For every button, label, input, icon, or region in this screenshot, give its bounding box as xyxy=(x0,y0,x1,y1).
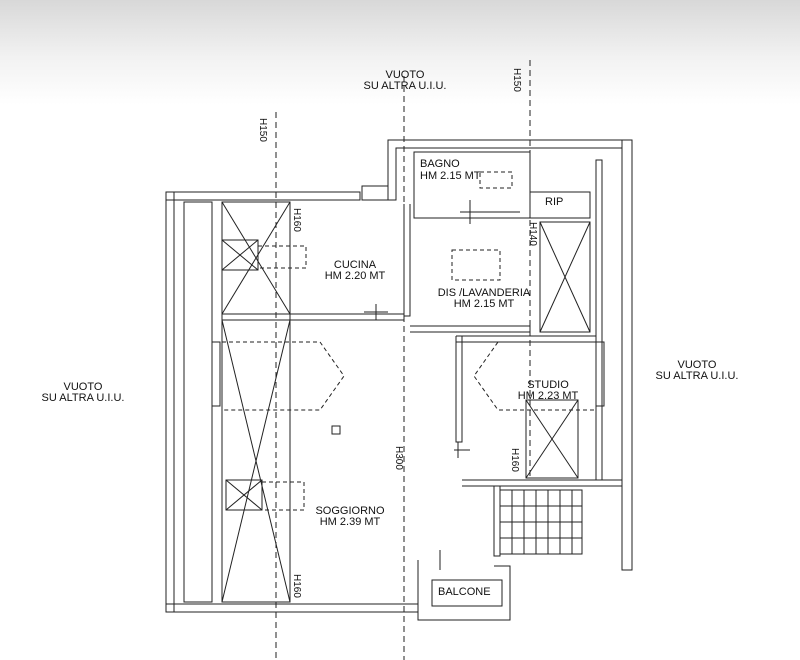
partition-kitchen xyxy=(222,313,405,321)
soggiorno-label: SOGGIORNO HM 2.39 MT xyxy=(300,506,400,528)
outer-wall-left xyxy=(165,192,175,613)
studio-name: STUDIO xyxy=(527,379,569,391)
balcone-box xyxy=(431,579,503,607)
vuoto-right-line2: SU ALTRA U.I.U. xyxy=(655,370,739,382)
h150-left-label: H150 xyxy=(257,118,268,142)
dis-lavanderia-name: DIS /LAVANDERIA xyxy=(437,287,531,299)
right-wall-inner xyxy=(595,159,603,481)
h160-study-label: H160 xyxy=(509,448,520,472)
stairs xyxy=(499,489,583,555)
vuoto-left-line1: VUOTO xyxy=(63,381,103,393)
balcony xyxy=(417,560,511,621)
header-gradient xyxy=(0,0,800,105)
soggiorno-fixture xyxy=(261,481,305,511)
balcone-label: BALCONE xyxy=(438,586,491,598)
h140-label: H140 xyxy=(527,222,538,246)
outer-wall xyxy=(165,191,361,201)
vuoto-right-line1: VUOTO xyxy=(677,359,717,371)
cucina-height: HM 2.20 MT xyxy=(324,270,386,282)
soggiorno-name: SOGGIORNO xyxy=(315,505,385,517)
window-right xyxy=(595,341,605,407)
left-closet xyxy=(183,201,213,603)
window-left xyxy=(211,341,221,407)
skylight-left xyxy=(222,341,345,411)
studio-label: STUDIO HM 2.23 MT xyxy=(500,380,596,402)
soggiorno-height: HM 2.39 MT xyxy=(319,516,381,528)
bath-fixture xyxy=(479,171,513,189)
vuoto-top-label: VUOTO SU ALTRA U.I.U. xyxy=(360,70,450,92)
outer-wall-bottom xyxy=(166,603,419,613)
soggiorno-marker xyxy=(331,425,341,435)
partition-stair-left xyxy=(493,486,501,557)
partition-studio-top xyxy=(456,335,597,343)
studio-height: HM 2.23 MT xyxy=(517,390,579,402)
rip-label: RIP xyxy=(545,196,564,208)
right-wall xyxy=(621,139,633,571)
left-beams xyxy=(221,201,291,603)
kitchen-hood xyxy=(257,245,307,269)
dis-fixture xyxy=(451,249,501,281)
h300-label: H300 xyxy=(393,446,404,470)
right-beams xyxy=(525,221,591,479)
partition-dis-bottom xyxy=(410,325,531,333)
vuoto-left-label: VUOTO SU ALTRA U.I.U. xyxy=(28,382,138,404)
cucina-name: CUCINA xyxy=(333,259,377,271)
bagno-name: BAGNO xyxy=(420,158,460,170)
bagno-label: BAGNO HM 2.15 MT xyxy=(420,158,481,182)
vuoto-top-line2: SU ALTRA U.I.U. xyxy=(363,80,447,92)
h150-right-label: H150 xyxy=(511,68,522,92)
vuoto-left-line2: SU ALTRA U.I.U. xyxy=(41,392,125,404)
dis-lavanderia-height: HM 2.15 MT xyxy=(453,298,515,310)
dis-lavanderia-label: DIS /LAVANDERIA HM 2.15 MT xyxy=(432,288,536,310)
bagno-height: HM 2.15 MT xyxy=(420,170,481,182)
cucina-label: CUCINA HM 2.20 MT xyxy=(305,260,405,282)
partition-stair-top xyxy=(462,479,623,487)
h160-kitchen-label: H160 xyxy=(291,208,302,232)
vuoto-right-label: VUOTO SU ALTRA U.I.U. xyxy=(642,360,752,382)
window-top xyxy=(361,185,389,201)
vuoto-top-line1: VUOTO xyxy=(385,69,425,81)
h160-bottom-label: H160 xyxy=(291,574,302,598)
partition-studio-left xyxy=(455,336,463,443)
